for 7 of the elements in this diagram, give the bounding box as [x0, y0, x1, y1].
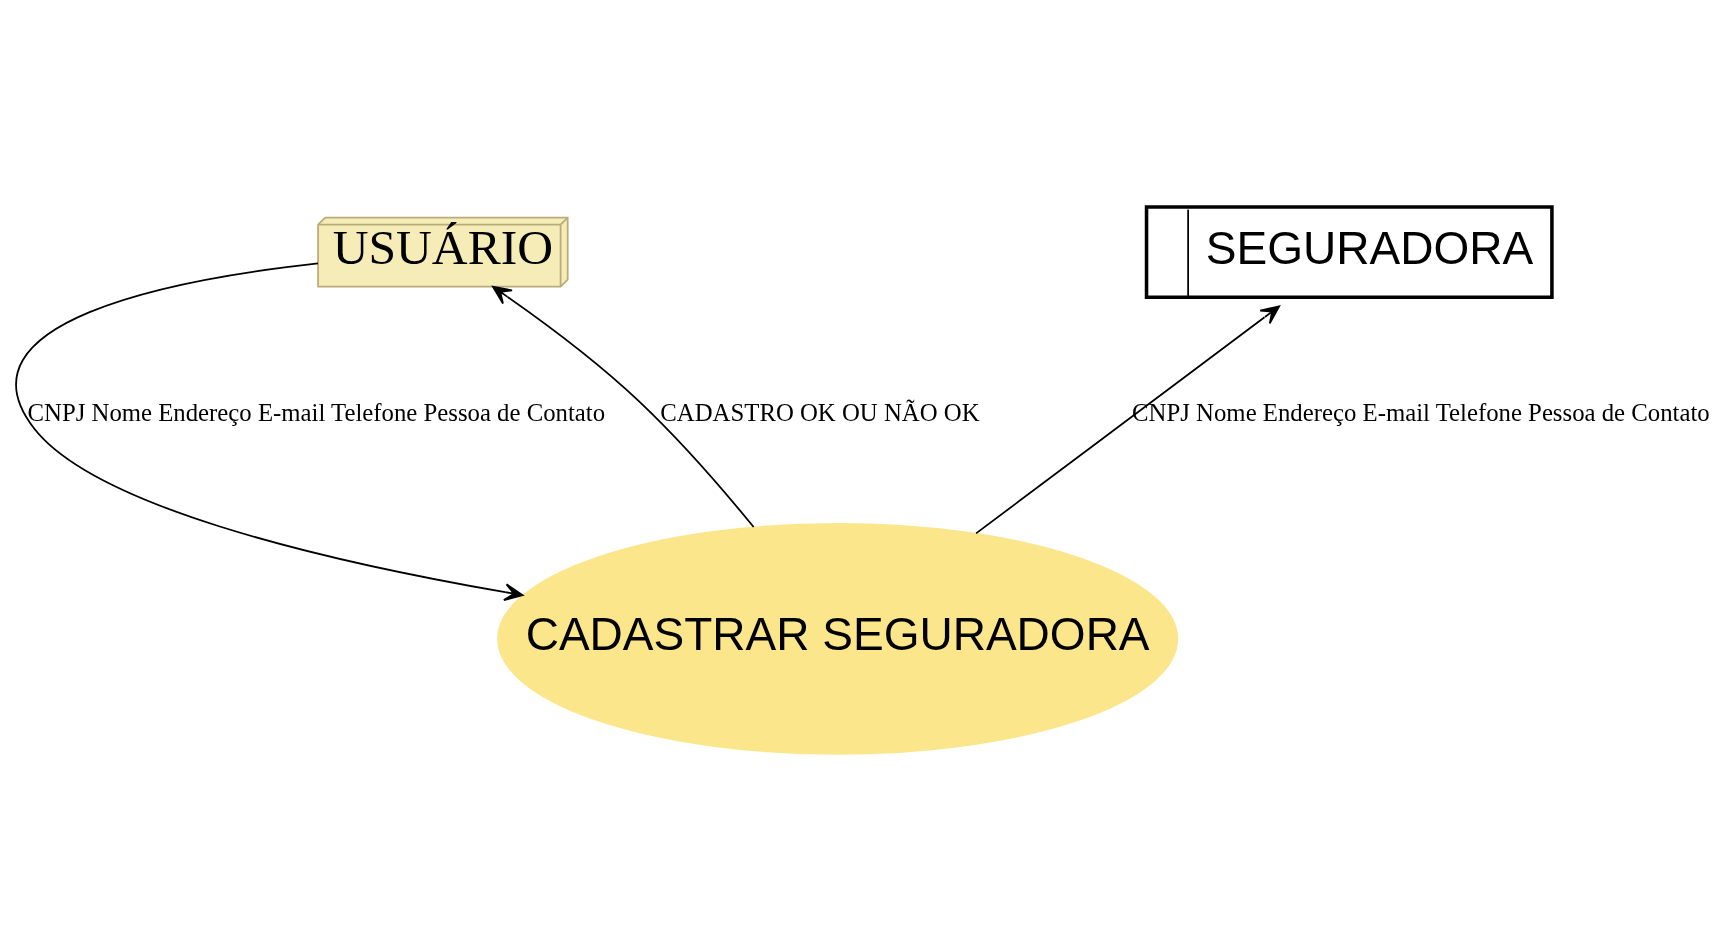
edge-label: CNPJ Nome Endereço E-mail Telefone Pessoa de Contato — [27, 398, 606, 426]
arrow — [975, 304, 1281, 534]
arrow — [492, 285, 755, 528]
edge-label: CADASTRO OK OU NÃO OK — [660, 398, 980, 426]
edge-label: CNPJ Nome Endereço E-mail Telefone Pessoa de Contato — [1132, 398, 1710, 426]
arrow — [15, 262, 524, 601]
node-ellipse: CADASTRAR SEGURADORA — [497, 522, 1179, 755]
